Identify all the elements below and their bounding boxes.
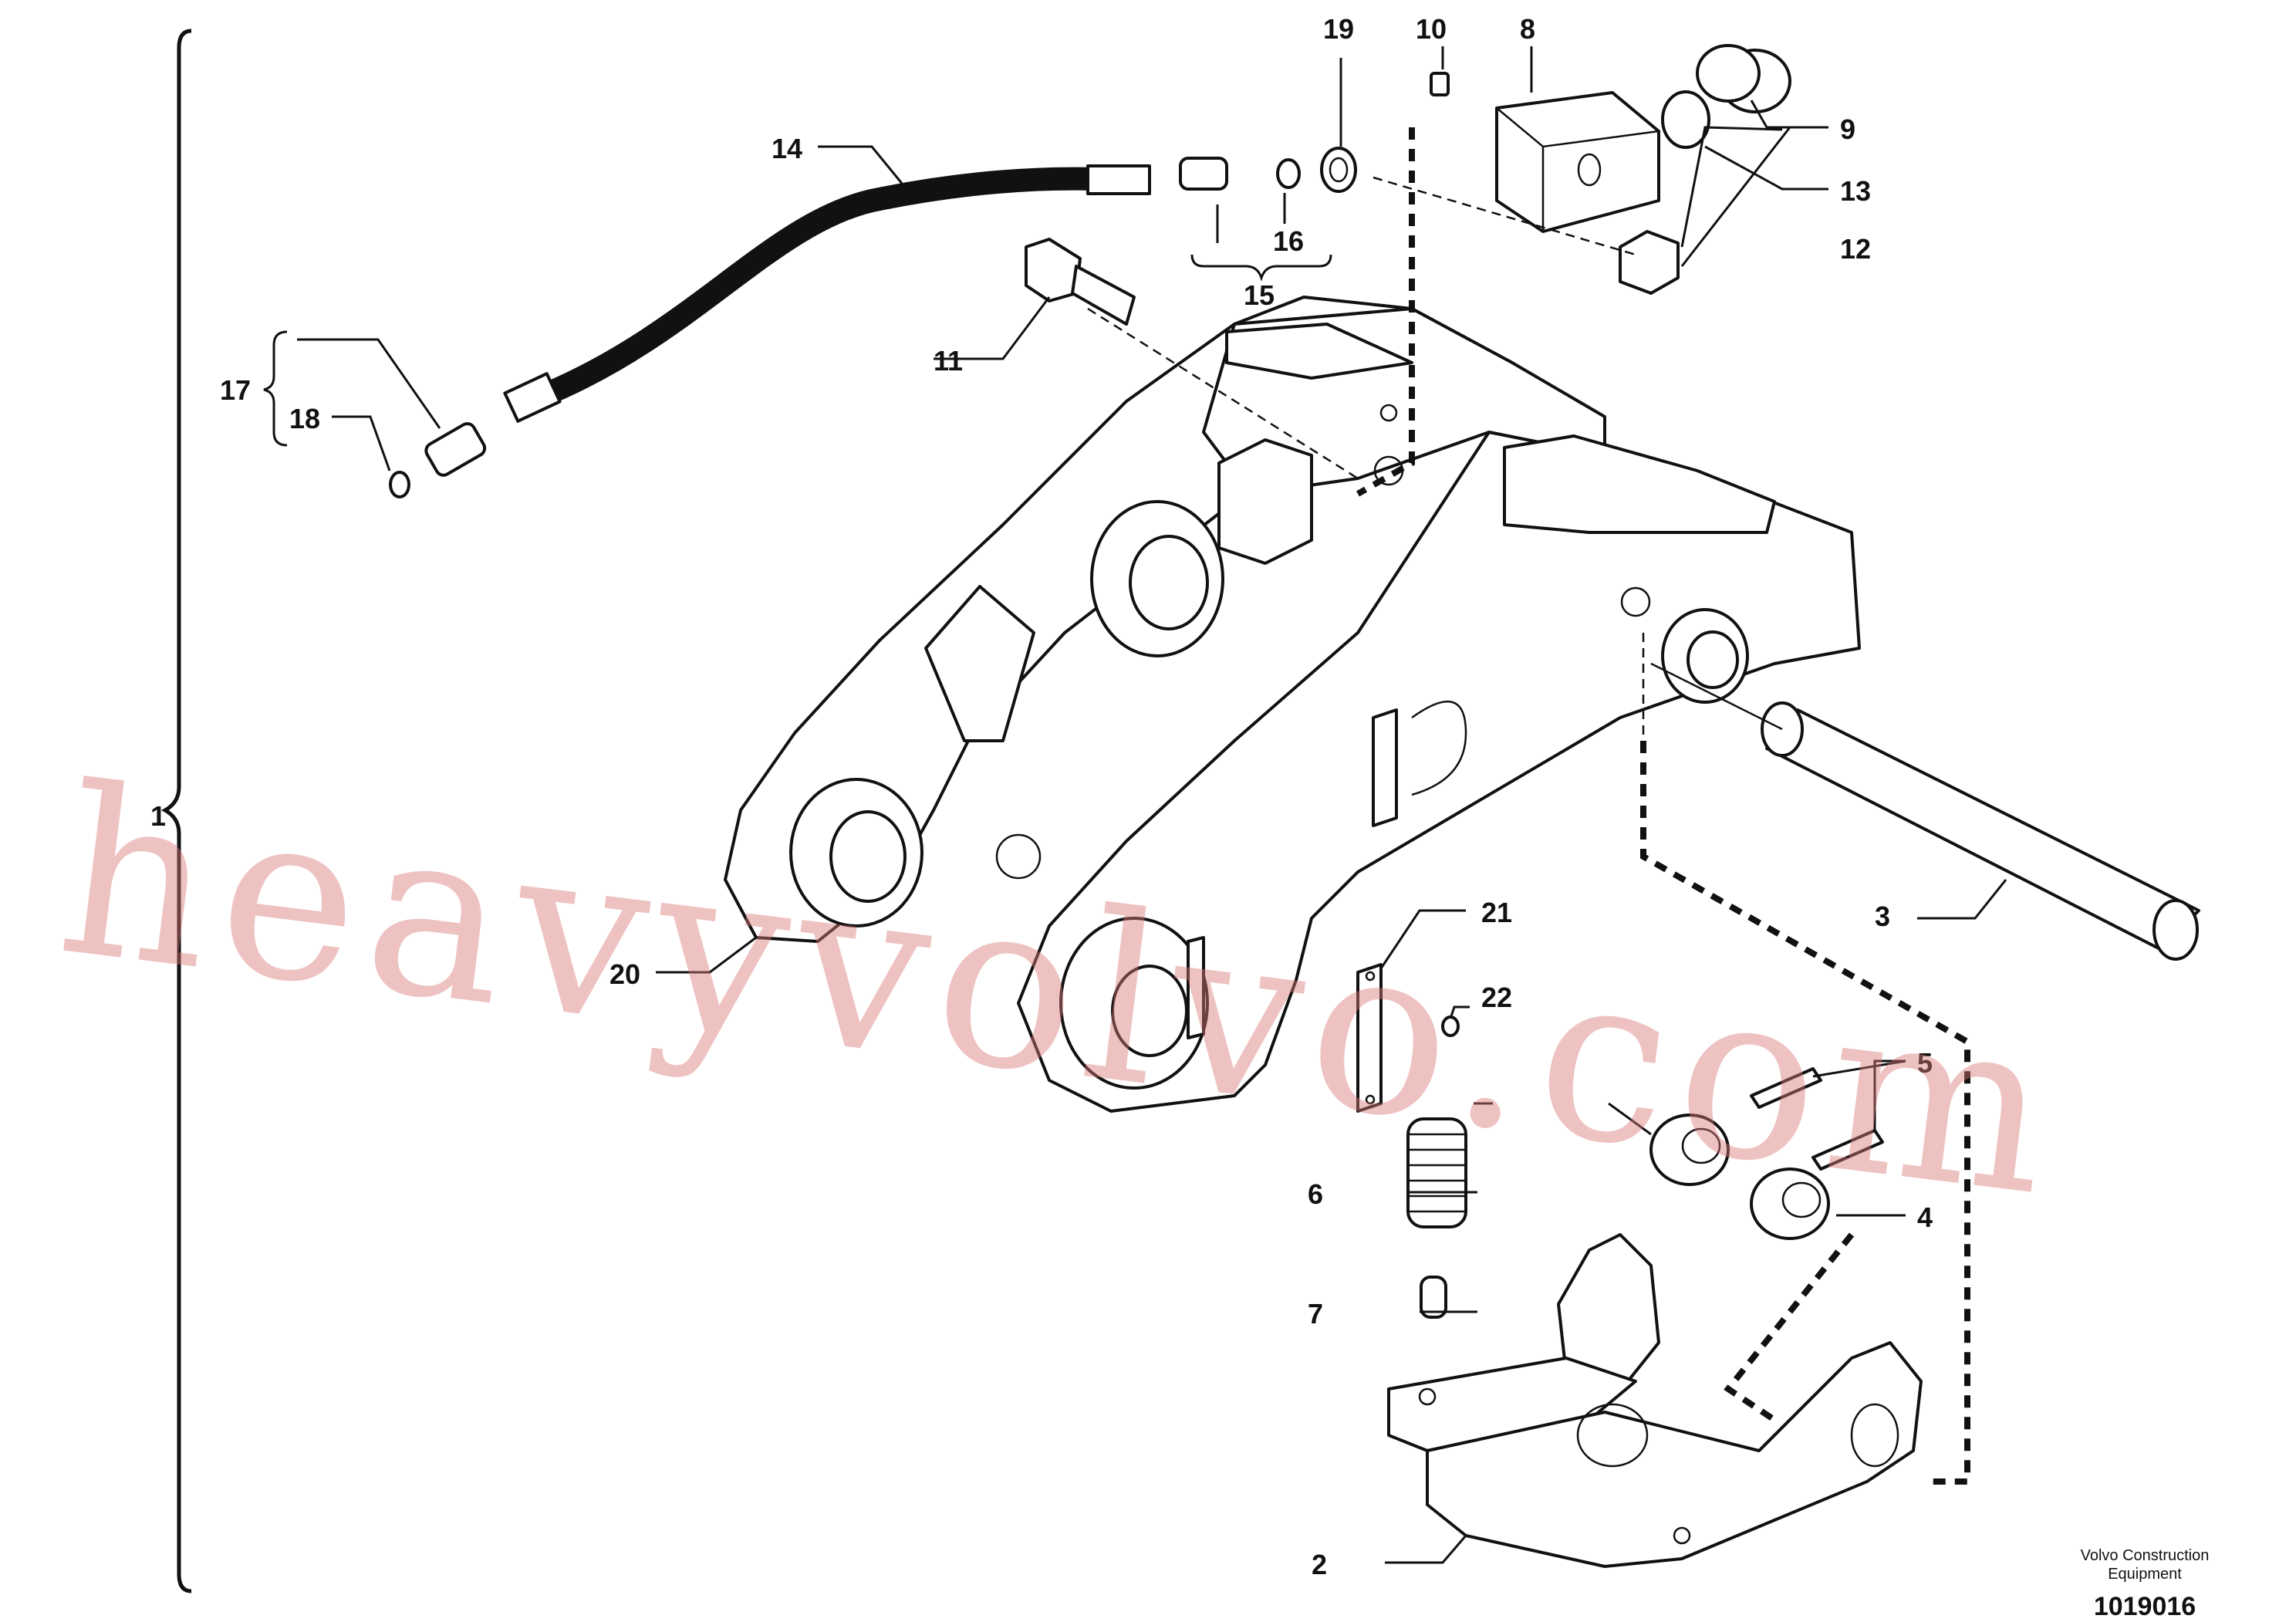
- spring-6: [1406, 1117, 1467, 1228]
- watermark: heavyvolvo.com: [47, 736, 2074, 1249]
- label-20: 20: [609, 958, 640, 990]
- hose-end-fitting-right: [1086, 164, 1151, 195]
- adapter-fitting-17: [424, 422, 487, 477]
- quick-coupler-frame: [724, 296, 1861, 1113]
- caption-company-line1: Volvo Construction: [2081, 1547, 2210, 1564]
- label-1: 1: [150, 800, 166, 832]
- o-ring-16: [1276, 158, 1301, 189]
- label-17: 17: [220, 374, 251, 406]
- label-10: 10: [1416, 13, 1447, 45]
- label-16: 16: [1273, 225, 1304, 257]
- o-ring-18: [389, 471, 410, 498]
- label-14: 14: [772, 133, 802, 164]
- leader-lines: [263, 46, 2007, 1564]
- label-3: 3: [1875, 901, 1890, 932]
- plate-21: [1356, 963, 1383, 1113]
- label-5: 5: [1917, 1047, 1933, 1079]
- hydraulic-hose: [536, 167, 1107, 405]
- hose-end-fitting-left: [503, 372, 562, 423]
- cap-9: [1696, 44, 1791, 113]
- nut-12: [1619, 230, 1680, 295]
- bushing-4: [1649, 1113, 1830, 1240]
- label-21: 21: [1481, 897, 1512, 928]
- label-13: 13: [1840, 175, 1871, 207]
- key-5: [1750, 1067, 1884, 1171]
- set-screw-10: [1430, 72, 1450, 96]
- label-9: 9: [1840, 113, 1855, 145]
- o-ring-13: [1661, 90, 1710, 149]
- bolt-11: [1025, 238, 1136, 326]
- label-12: 12: [1840, 233, 1871, 265]
- document-number: 1019016: [2094, 1592, 2196, 1621]
- label-8: 8: [1520, 13, 1535, 45]
- pin-7: [1420, 1276, 1447, 1319]
- label-4: 4: [1917, 1201, 1933, 1233]
- pin-3: [1761, 701, 2200, 961]
- label-15: 15: [1244, 279, 1275, 311]
- valve-block-8: [1495, 91, 1660, 233]
- label-2: 2: [1312, 1549, 1327, 1580]
- adapter-fitting: [1179, 157, 1228, 191]
- label-7: 7: [1308, 1298, 1323, 1330]
- locking-wedge-2: [1387, 1233, 1923, 1568]
- washer-19: [1320, 147, 1357, 193]
- label-22: 22: [1481, 982, 1512, 1013]
- assembly-bracket: [160, 29, 192, 1593]
- caption-company-line2: Equipment: [2108, 1566, 2182, 1583]
- label-6: 6: [1308, 1178, 1323, 1210]
- part-labels: 1 2 3 4 5 6 7 8 9 10 11 12 13 14 15 16 1…: [150, 13, 1933, 1580]
- label-18: 18: [289, 403, 320, 434]
- label-19: 19: [1323, 13, 1354, 45]
- label-11: 11: [934, 345, 963, 377]
